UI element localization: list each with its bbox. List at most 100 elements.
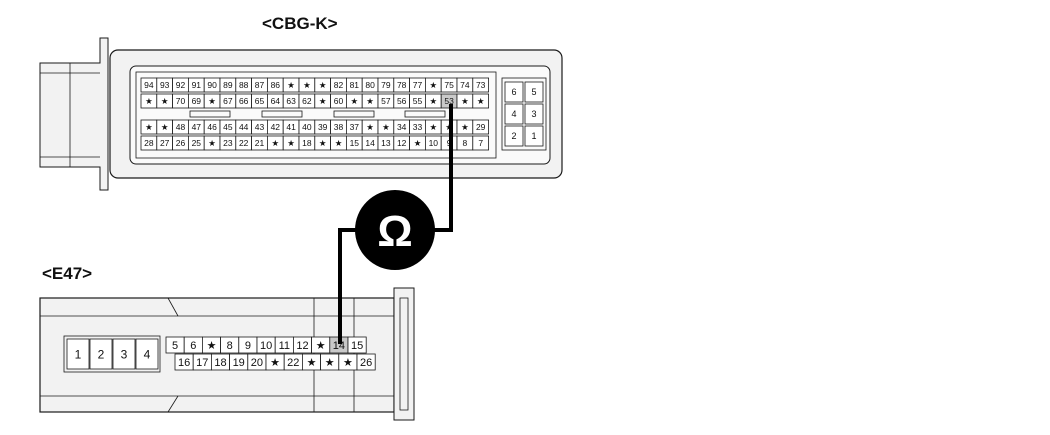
cbg-pin: 69	[187, 93, 205, 109]
cbg-pin: 62	[298, 93, 316, 109]
pin-number: ★	[350, 96, 358, 106]
pin-number: 94	[144, 80, 154, 90]
cbg-power-pin: 3	[524, 103, 544, 125]
cbg-key-slot	[333, 110, 375, 118]
pin-number: ★	[477, 96, 485, 106]
cbg-pin: ★	[140, 119, 158, 135]
cbg-pin: 25	[187, 135, 205, 151]
pin-number: 21	[255, 138, 265, 148]
cbg-pin: ★	[156, 119, 174, 135]
cbg-pin: ★	[345, 93, 363, 109]
pin-number: 80	[365, 80, 375, 90]
cbg-pin: 45	[219, 119, 237, 135]
cbg-pin: 39	[314, 119, 331, 135]
pin-number: ★	[382, 122, 390, 132]
pin-number: ★	[366, 122, 374, 132]
e47-power-pin: 3	[112, 338, 136, 370]
cbg-pin: 13	[377, 135, 395, 151]
e47-pin: 17	[192, 353, 212, 371]
e47-pin: 26	[356, 353, 376, 371]
cbg-pin: 26	[172, 135, 189, 151]
pin-number: 29	[476, 122, 486, 132]
cbg-key-slot	[261, 110, 303, 118]
pin-number: ★	[335, 138, 343, 148]
cbg-pin: 23	[219, 135, 237, 151]
cbg-pin: 44	[235, 119, 253, 135]
cbg-pin: 89	[219, 77, 237, 93]
pin-number: ★	[270, 357, 280, 369]
cbg-pin: 73	[472, 77, 489, 93]
e47-pin: 8	[220, 336, 240, 354]
pin-number: ★	[287, 138, 295, 148]
e47-pin: 16	[174, 353, 194, 371]
cbg-pin: 22	[235, 135, 253, 151]
e47-power-pin: 4	[135, 338, 159, 370]
pin-cell	[356, 353, 376, 371]
pin-number: 4	[511, 109, 516, 119]
pin-number: 3	[121, 347, 128, 361]
e47-pin: 12	[292, 336, 312, 354]
cbg-pin: ★	[456, 93, 474, 109]
pin-cell	[472, 119, 489, 135]
cbg-pin: 94	[140, 77, 158, 93]
pin-number: 78	[397, 80, 407, 90]
cbg-connector-label: <CBG-K>	[262, 14, 338, 33]
cbg-pin: 42	[266, 119, 284, 135]
cbg-latch	[39, 37, 109, 191]
cbg-pin: 38	[330, 119, 347, 135]
cbg-pin: 78	[393, 77, 410, 93]
ohmmeter-body	[355, 190, 435, 270]
cbg-pin: 29	[472, 119, 489, 135]
cbg-pin: ★	[203, 93, 221, 109]
cbg-power-block	[501, 77, 547, 151]
cbg-pin: ★	[140, 93, 158, 109]
pin-number: 8	[463, 138, 468, 148]
pin-number: ★	[461, 96, 469, 106]
e47-power-pin: 2	[89, 338, 113, 370]
cbg-pin: ★	[361, 119, 379, 135]
cbg-pin: ★	[282, 135, 300, 151]
cbg-pin: 74	[456, 77, 474, 93]
pin-number: 60	[334, 96, 344, 106]
e47-flange	[393, 287, 415, 421]
cbg-pin: ★	[156, 93, 174, 109]
e47-pin: ★	[201, 336, 221, 354]
pin-number: 90	[207, 80, 217, 90]
pin-number: 57	[381, 96, 391, 106]
cbg-pin: 65	[251, 93, 268, 109]
pin-number: 82	[334, 80, 344, 90]
pin-number: 27	[160, 138, 170, 148]
pin-number: 46	[207, 122, 217, 132]
e47-rib	[167, 395, 179, 413]
pin-number: 15	[351, 340, 363, 352]
cbg-pin: 40	[298, 119, 316, 135]
cbg-pin: 77	[409, 77, 426, 93]
cbg-key-slot	[189, 110, 231, 118]
pin-number: 4	[144, 347, 151, 361]
pin-cell	[524, 103, 544, 125]
pin-cell	[504, 125, 524, 147]
cbg-pin: 12	[393, 135, 410, 151]
cbg-pin: 15	[345, 135, 363, 151]
pin-number: 73	[476, 80, 486, 90]
e47-pin: 5	[165, 336, 185, 354]
pin-number: 74	[460, 80, 470, 90]
pin-number: ★	[414, 138, 422, 148]
pin-number: 12	[296, 340, 308, 352]
pin-number: 42	[271, 122, 281, 132]
pin-number: 2	[98, 347, 105, 361]
e47-pin: 19	[229, 353, 249, 371]
pin-number: 70	[176, 96, 186, 106]
pin-number: 22	[287, 357, 299, 369]
e47-pin: ★	[311, 336, 331, 354]
pin-cell	[66, 338, 90, 370]
pin-cell	[135, 338, 159, 370]
pin-number: 16	[178, 357, 190, 369]
e47-pin: 18	[210, 353, 230, 371]
pin-number: ★	[207, 340, 217, 352]
pin-number: 86	[271, 80, 281, 90]
cbg-pin: 7	[472, 135, 489, 151]
pin-number: 41	[286, 122, 296, 132]
